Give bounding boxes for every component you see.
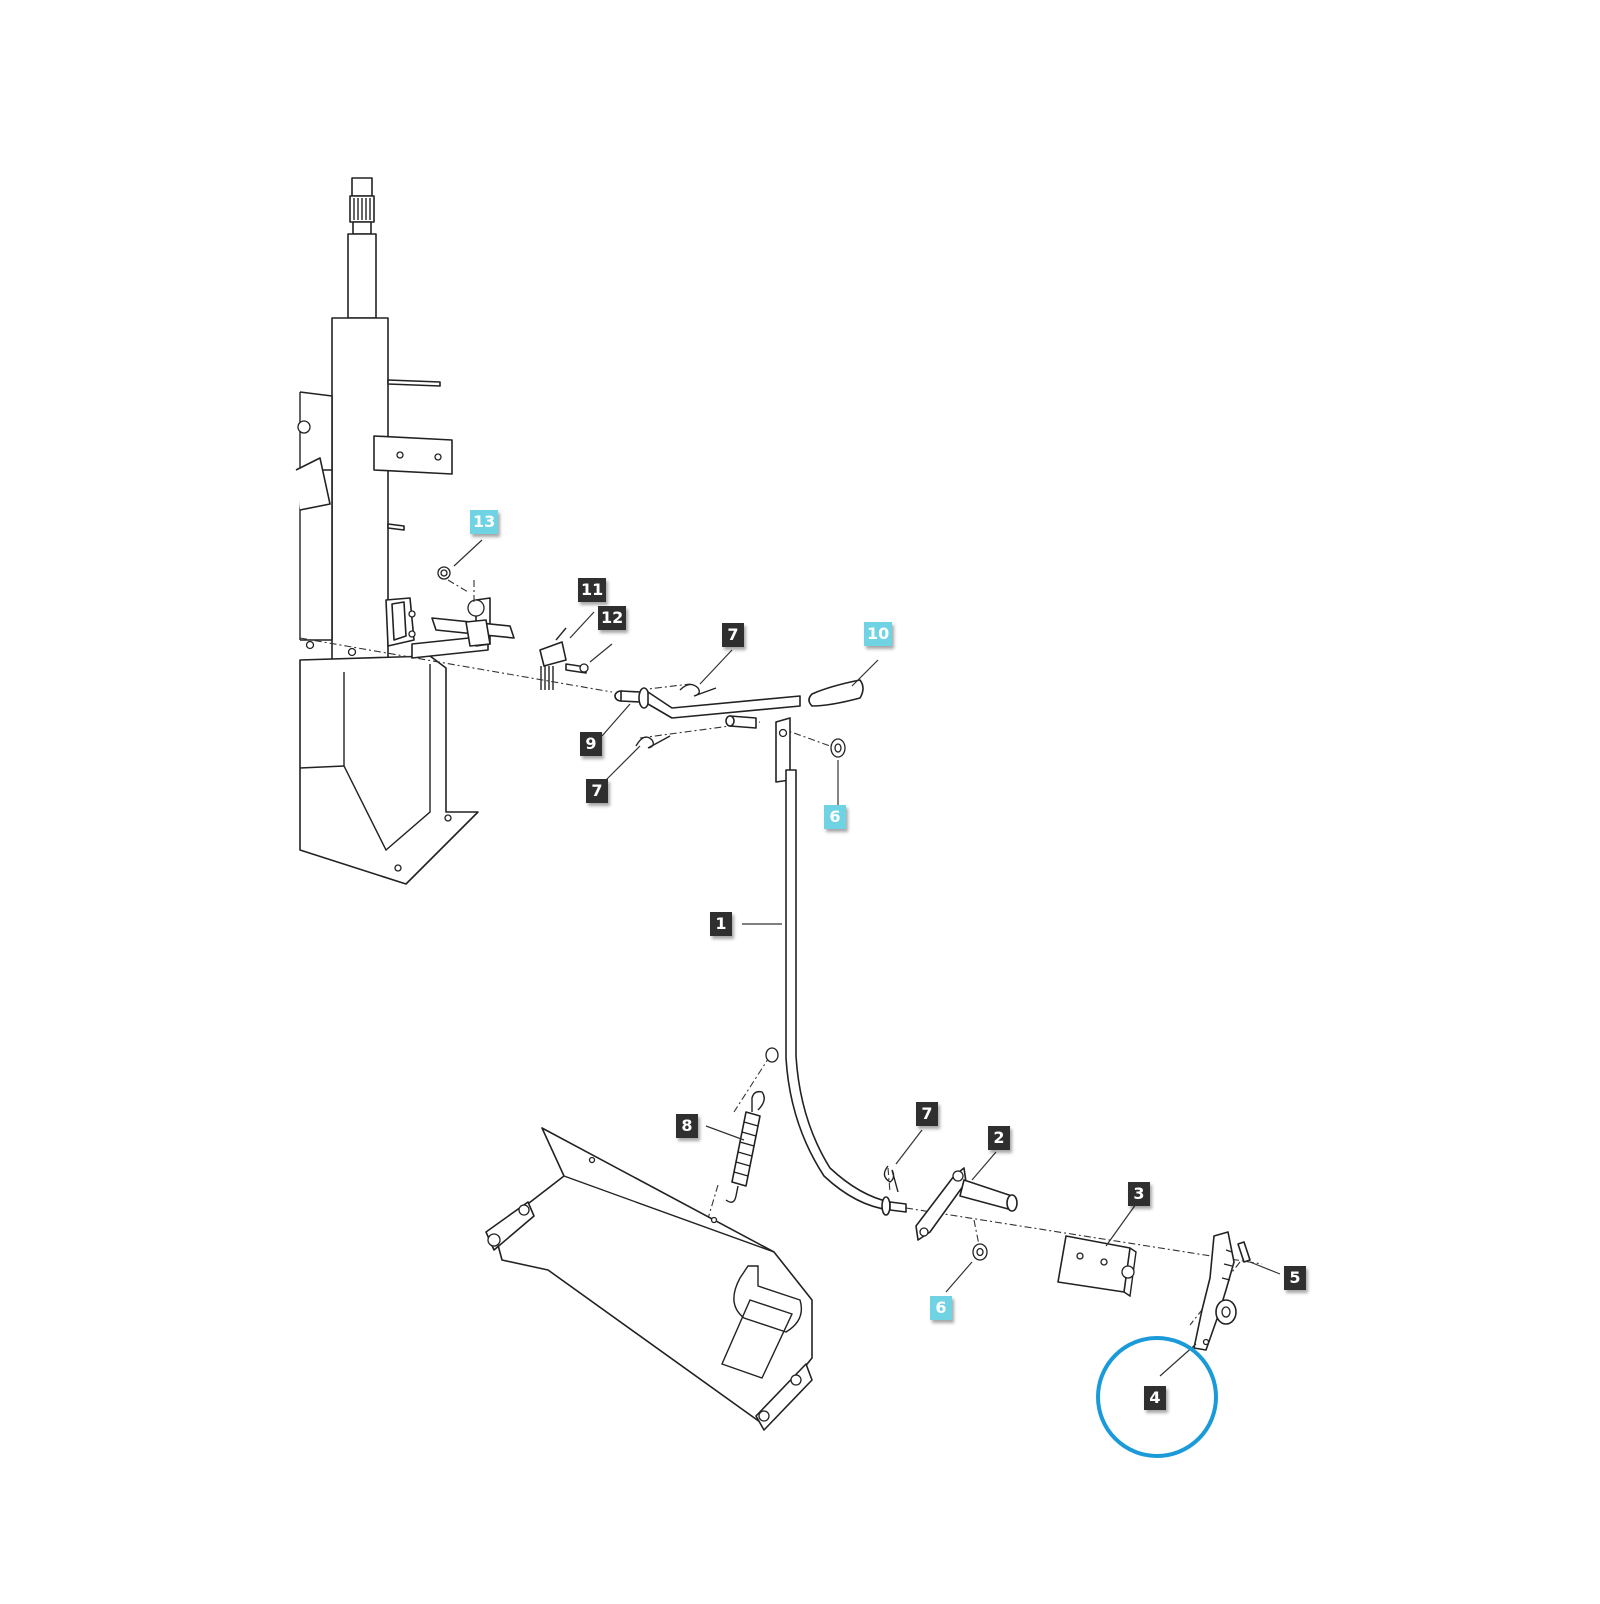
callout-5[interactable]: 5 [1284, 1266, 1306, 1290]
callout-2[interactable]: 2 [988, 1126, 1010, 1150]
pedal-mount-base [299, 597, 491, 885]
spring-8 [725, 1090, 765, 1203]
leader-lines [453, 539, 1281, 1377]
highlight-circle [1096, 1336, 1218, 1458]
callout-9[interactable]: 9 [580, 732, 602, 756]
callout-7[interactable]: 7 [722, 623, 744, 647]
footrest-pan [485, 1127, 813, 1431]
callout-11[interactable]: 11 [578, 578, 607, 602]
washer-6a [830, 738, 846, 758]
pivot-shaft-2 [915, 1167, 1018, 1241]
steering-column-assembly [295, 177, 453, 661]
callout-13[interactable]: 13 [470, 510, 499, 534]
callout-4[interactable]: 4 [1144, 1386, 1166, 1410]
cotter-pins-7 [635, 683, 899, 1193]
callout-7[interactable]: 7 [586, 779, 608, 803]
bracket-plate-3 [1057, 1235, 1137, 1298]
callout-8[interactable]: 8 [676, 1114, 698, 1138]
callout-6[interactable]: 6 [930, 1296, 952, 1320]
callout-6[interactable]: 6 [824, 805, 846, 829]
callout-10[interactable]: 10 [864, 622, 893, 646]
knob-10 [808, 679, 864, 707]
callout-12[interactable]: 12 [598, 606, 627, 630]
switch-11-12 [539, 627, 589, 690]
pin-5 [1237, 1241, 1251, 1263]
pedal-arm-4 [1193, 1231, 1237, 1351]
pedal-rod-1 [765, 717, 907, 1216]
callout-3[interactable]: 3 [1128, 1182, 1150, 1206]
callout-7[interactable]: 7 [916, 1102, 938, 1126]
callout-1[interactable]: 1 [710, 912, 732, 936]
washer-6b [972, 1243, 988, 1261]
lever-arm-9 [614, 687, 801, 729]
pivot-bolt-13 [431, 566, 515, 647]
